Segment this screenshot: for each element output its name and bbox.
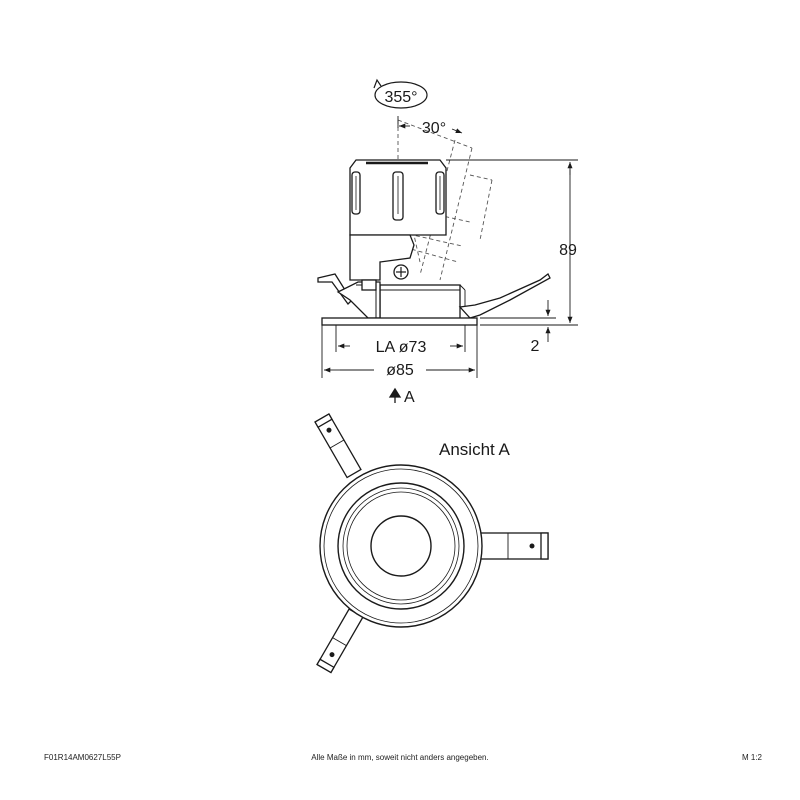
front-view-title: Ansicht A (439, 440, 511, 459)
outer-flange-ring (319, 464, 483, 628)
diameter-dimension: ø85 (321, 325, 478, 379)
footer-note: Alle Maße in mm, soweit nicht anders ang… (311, 753, 489, 762)
flange (321, 317, 478, 326)
side-view: 355° 30° (317, 78, 578, 406)
view-marker: A (388, 387, 415, 406)
flange-dimension: 2 (480, 300, 556, 355)
spring-arm-top (314, 413, 362, 479)
tilt-dimension: 30° (397, 116, 463, 137)
spring-arm-bottom (316, 608, 364, 674)
clip-spring-right (458, 273, 551, 319)
diameter-label: ø85 (386, 362, 414, 379)
height-label: 89 (559, 242, 577, 259)
housing-bracket (349, 234, 415, 281)
clip-spring-left (317, 273, 381, 319)
rotation-indicator: 355° (373, 78, 428, 109)
cutout-dimension: LA ø73 (335, 325, 466, 356)
flange-label: 2 (531, 338, 540, 355)
rotation-label: 355° (384, 89, 417, 106)
tilt-label: 30° (422, 120, 446, 137)
height-dimension: 89 (446, 159, 578, 326)
pivot-screw (393, 264, 409, 280)
spring-arm-right (471, 532, 549, 560)
footer-scale: M 1:2 (742, 753, 763, 762)
view-marker-label: A (404, 389, 415, 406)
cutout-label: LA ø73 (376, 339, 427, 356)
footer-article-number: F01R14AM0627L55P (44, 753, 121, 762)
lens (370, 515, 432, 577)
front-view: Ansicht A (314, 413, 549, 674)
reflector-ring (337, 482, 465, 610)
